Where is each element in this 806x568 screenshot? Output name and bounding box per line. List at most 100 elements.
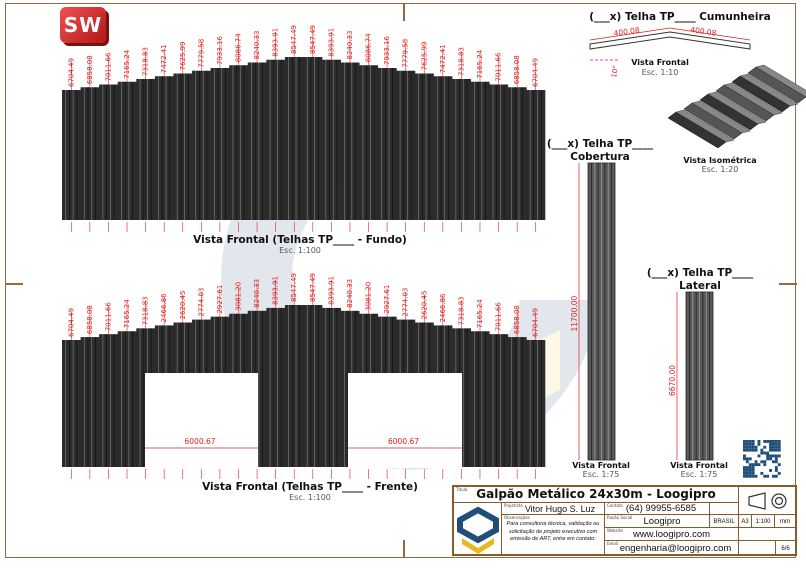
front-view-height-label: 7318.83: [457, 296, 465, 325]
email-cell: Email engenharia@loogipro.com: [604, 540, 739, 555]
qr-module: [769, 448, 772, 452]
qr-module: [745, 457, 749, 461]
revision-cell: [738, 527, 796, 541]
qr-module: [743, 440, 746, 443]
qr-module: [760, 471, 764, 475]
qr-module: [743, 454, 746, 458]
top-view-sheet-column: [377, 67, 397, 220]
ridge-profile: [589, 31, 751, 50]
front-view-title: Vista Frontal (Telhas TP____ - Frente): [202, 481, 418, 493]
top-view-sheet-column: [247, 62, 267, 221]
qr-module: [754, 448, 758, 452]
top-view-sheet-column: [452, 78, 471, 220]
top-view-sheet-column: [154, 76, 174, 220]
qr-module: [774, 474, 778, 478]
qr-module: [748, 466, 752, 469]
front-view-height-label: 2620.45: [420, 291, 428, 320]
front-view-sheet-column: [117, 331, 137, 467]
qr-module: [751, 463, 755, 467]
isometric-rib: [691, 100, 751, 134]
top-view-height-label: 6704.49: [532, 58, 540, 87]
top-view-sheet-column: [489, 84, 509, 220]
author-name: Vitor Hugo S. Luz: [524, 504, 596, 514]
qr-module: [751, 445, 755, 449]
side-sheet-subtitle: Lateral: [679, 280, 721, 292]
front-view-height-label: 2466.86: [160, 293, 168, 322]
qr-module: [760, 460, 764, 464]
front-view-door-opening: [348, 373, 462, 468]
isometric-rib: [723, 82, 783, 116]
front-view-sheet-column: [284, 305, 304, 467]
qr-module: [774, 445, 778, 449]
qr-module: [748, 474, 752, 478]
front-view-height-label: 7318.83: [142, 296, 150, 325]
front-view-height-label: 8547.49: [290, 273, 298, 302]
front-view-height-label: 2774.03: [197, 288, 205, 317]
qr-module: [754, 474, 758, 478]
qr-module: [777, 463, 781, 467]
ridge-dimension-line: [589, 27, 671, 41]
website-link[interactable]: www.loogipro.com: [632, 529, 711, 540]
top-view-sheet-column: [99, 84, 119, 220]
border-tick: [779, 283, 797, 285]
top-view-sheet-column: [340, 62, 360, 221]
isometric-rib: [675, 109, 735, 143]
qr-module: [774, 469, 778, 472]
qr-module: [766, 440, 770, 443]
company-cell: Razão Social Loogipro: [604, 514, 710, 528]
qr-module: [757, 454, 761, 458]
ridge-scale: Esc. 1:10: [641, 68, 679, 77]
title-block: Título Galpão Metálico 24x30m - Loogipro…: [452, 485, 797, 556]
roof-sheet-subtitle: Cobertura: [570, 151, 630, 163]
qr-module: [777, 440, 781, 443]
top-view-sheet-column: [192, 70, 211, 220]
qr-module: [774, 440, 778, 443]
front-view-height-label: 3081.20: [365, 282, 373, 311]
top-view-height-label: 6858.08: [86, 55, 94, 84]
top-view-sheet-column: [284, 57, 304, 220]
front-view-height-label: 2927.61: [216, 285, 224, 314]
top-view-height-label: 7472.41: [160, 44, 168, 73]
top-view-sheet-column: [210, 67, 230, 220]
qr-module: [772, 440, 775, 443]
top-view-height-label: 8086.74: [365, 33, 373, 62]
qr-module: [743, 474, 746, 478]
top-view-sheet-column: [229, 65, 249, 220]
qr-module: [757, 442, 761, 446]
isometric-rib: [747, 66, 806, 104]
qr-module: [745, 471, 749, 475]
top-view-height-label: 7779.58: [197, 39, 205, 68]
qr-module: [766, 451, 770, 455]
projection-symbol: [738, 486, 796, 515]
front-view-sheet-column: [526, 340, 546, 467]
top-view-height-label: 8547.49: [290, 25, 298, 54]
top-view-sheet-column: [359, 65, 379, 220]
top-view-height-label: 7318.83: [457, 47, 465, 76]
notes-text: Para consultoria técnica, validação ou s…: [506, 521, 600, 542]
qr-module: [763, 474, 767, 478]
company-name: Loogipro: [643, 516, 681, 527]
top-view-height-label: 7625.99: [420, 42, 428, 71]
isometric-rib: [739, 73, 799, 107]
qr-module: [743, 457, 746, 461]
top-view-height-label: 7318.83: [142, 47, 150, 76]
front-view-height-label: 2466.86: [439, 293, 447, 322]
top-view-height-label: 8240.33: [253, 31, 261, 60]
qr-module: [772, 460, 775, 464]
sheet-number-cell: 6/6: [775, 540, 796, 555]
qr-module: [748, 463, 752, 467]
qr-module: [772, 442, 775, 446]
company-logo: [453, 502, 502, 555]
top-view-height-label: 6704.49: [67, 58, 75, 87]
top-view-height-label: 7933.16: [216, 36, 224, 65]
front-view-door-opening: [145, 373, 258, 468]
top-view-height-label: 7011.66: [104, 52, 112, 81]
top-view-height-label: 7472.41: [439, 44, 447, 73]
front-view-height-label: 3081.20: [234, 282, 242, 311]
front-view-height-label: 7011.66: [104, 302, 112, 331]
top-view-height-label: 7165.24: [476, 49, 484, 78]
qr-module: [748, 469, 752, 472]
top-view-sheet-column: [303, 57, 323, 220]
email-link[interactable]: engenharia@loogipro.com: [619, 543, 732, 554]
